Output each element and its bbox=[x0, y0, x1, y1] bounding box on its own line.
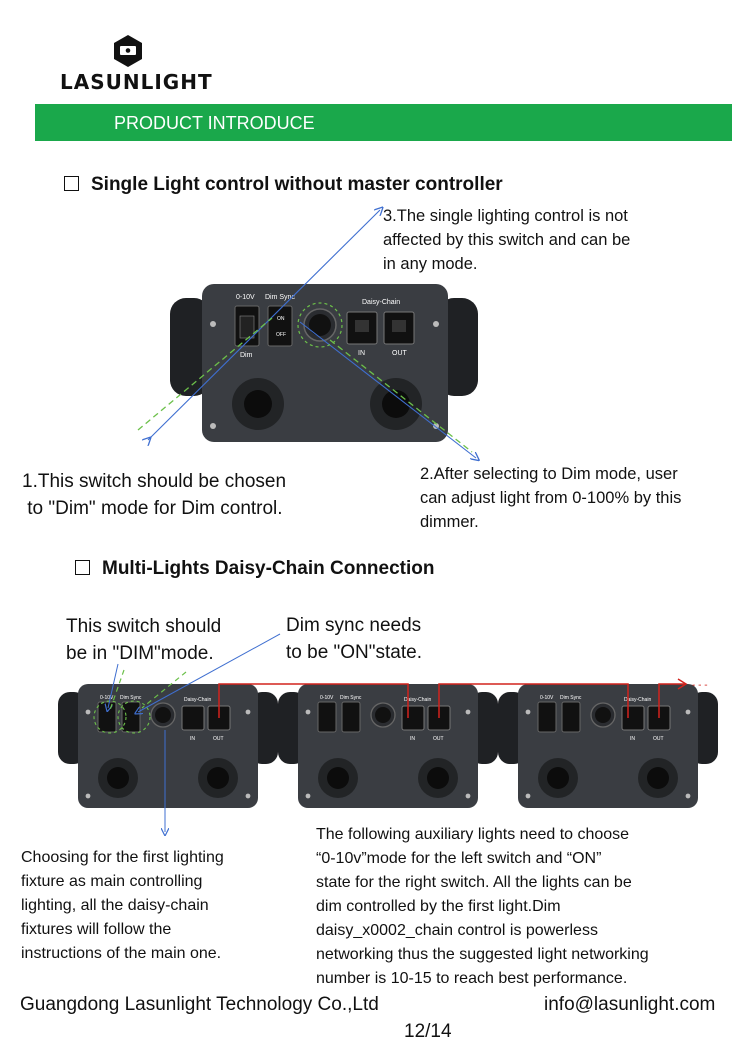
label-daisy-chain: Daisy-Chain bbox=[404, 697, 431, 703]
note-first-fixture: Choosing for the first lighting fixture … bbox=[21, 846, 224, 966]
note-line: instructions of the main one. bbox=[21, 945, 222, 962]
label-0-10v: 0-10V bbox=[236, 294, 255, 301]
label-dim: Dim bbox=[240, 352, 253, 359]
note-line: dimmer. bbox=[420, 513, 479, 531]
label-daisy-chain: Daisy-Chain bbox=[184, 697, 211, 703]
label-0-10v: 0-10V bbox=[540, 695, 554, 701]
single-light-controller: 0-10V Dim Sync Daisy-Chain ON OFF Dim IN… bbox=[170, 284, 478, 442]
lasunlight-logo bbox=[114, 35, 142, 67]
note-line: The following auxiliary lights need to c… bbox=[316, 826, 630, 843]
label-in: IN bbox=[630, 736, 635, 742]
section1-title-row: Single Light control without master cont… bbox=[64, 174, 503, 196]
daisy-chain-diagram: 0-10V Dim Sync Daisy-Chain IN OUT 0-10V … bbox=[57, 678, 719, 809]
label-in: IN bbox=[190, 736, 195, 742]
label-in: IN bbox=[358, 350, 365, 357]
label-in: IN bbox=[410, 736, 415, 742]
note-line: can adjust light from 0-100% by this bbox=[420, 489, 682, 507]
note-line: to be "ON"state. bbox=[286, 642, 422, 663]
checkbox-icon bbox=[64, 176, 79, 191]
note-line: networking thus the suggested light netw… bbox=[316, 946, 649, 963]
note-line: Dim sync needs bbox=[286, 615, 422, 636]
note-line: to "Dim" mode for Dim control. bbox=[22, 498, 283, 519]
label-on: ON bbox=[277, 316, 285, 322]
section2-title: Multi-Lights Daisy-Chain Connection bbox=[102, 558, 435, 579]
banner-title: PRODUCT INTRODUCE bbox=[114, 113, 315, 133]
label-0-10v: 0-10V bbox=[320, 695, 334, 701]
dim-sync-switch bbox=[267, 305, 293, 347]
chain-continuation: - - - bbox=[692, 680, 708, 691]
page-number: 12/14 bbox=[404, 1021, 452, 1042]
note-line: affected by this switch and can be bbox=[383, 231, 631, 249]
note-line: state for the right switch. All the ligh… bbox=[316, 874, 632, 891]
auxiliary-light-controller: 0-10V Dim Sync Daisy-Chain IN OUT bbox=[497, 683, 719, 809]
label-out: OUT bbox=[653, 736, 664, 742]
note-switch-dim: 1.This switch should be chosen to "Dim" … bbox=[22, 468, 286, 522]
note-line: 3.The single lighting control is not bbox=[383, 207, 628, 225]
label-dim-sync: Dim Sync bbox=[120, 695, 142, 701]
note-line: Choosing for the first lighting bbox=[21, 849, 224, 866]
label-dim-sync: Dim Sync bbox=[560, 695, 582, 701]
note-switch-dim-mode: This switch should be in "DIM"mode. bbox=[66, 613, 221, 667]
footer-company: Guangdong Lasunlight Technology Co.,Ltd bbox=[20, 994, 379, 1015]
footer-email[interactable]: info@lasunlight.com bbox=[544, 994, 716, 1015]
note-line: number is 10-15 to reach best performanc… bbox=[316, 970, 628, 987]
note-line: daisy_x0002_chain control is powerless bbox=[316, 922, 598, 939]
note-line: lighting, all the daisy-chain bbox=[21, 897, 209, 914]
main-light-controller: 0-10V Dim Sync Daisy-Chain IN OUT bbox=[57, 683, 279, 809]
label-off: OFF bbox=[276, 332, 286, 338]
note-line: “0-10v”mode for the left switch and “ON” bbox=[316, 850, 602, 867]
label-daisy-chain: Daisy-Chain bbox=[624, 697, 651, 703]
note-line: in any mode. bbox=[383, 255, 478, 273]
note-line: 1.This switch should be chosen bbox=[22, 471, 287, 492]
label-0-10v: 0-10V bbox=[100, 695, 114, 701]
checkbox-icon bbox=[75, 560, 90, 575]
label-dim-sync: Dim Sync bbox=[265, 294, 295, 301]
note-line: fixtures will follow the bbox=[21, 921, 172, 938]
note-line: dim controlled by the first light.Dim bbox=[316, 898, 561, 915]
brand-name: LASUNLIGHT bbox=[60, 70, 213, 94]
note-dim-sync: Dim sync needs to be "ON"state. bbox=[286, 612, 422, 666]
label-out: OUT bbox=[213, 736, 224, 742]
note-line: fixture as main controlling bbox=[21, 873, 203, 890]
note-auxiliary-lights: The following auxiliary lights need to c… bbox=[316, 823, 649, 991]
hexagon-logo-icon bbox=[114, 35, 142, 67]
section-banner bbox=[35, 104, 732, 141]
label-daisy-chain: Daisy-Chain bbox=[362, 299, 400, 306]
label-dim-sync: Dim Sync bbox=[340, 695, 362, 701]
note-single-control: 3.The single lighting control is not aff… bbox=[383, 204, 630, 276]
section1-title: Single Light control without master cont… bbox=[91, 174, 503, 195]
section2-title-row: Multi-Lights Daisy-Chain Connection bbox=[75, 558, 435, 580]
note-dimmer: 2.After selecting to Dim mode, user can … bbox=[420, 462, 681, 534]
note-line: This switch should bbox=[66, 616, 222, 637]
note-line: 2.After selecting to Dim mode, user bbox=[420, 465, 678, 483]
auxiliary-light-controller: 0-10V Dim Sync Daisy-Chain IN OUT bbox=[277, 683, 499, 809]
note-line: be in "DIM"mode. bbox=[66, 643, 214, 664]
label-out: OUT bbox=[433, 736, 444, 742]
label-out: OUT bbox=[392, 350, 408, 357]
